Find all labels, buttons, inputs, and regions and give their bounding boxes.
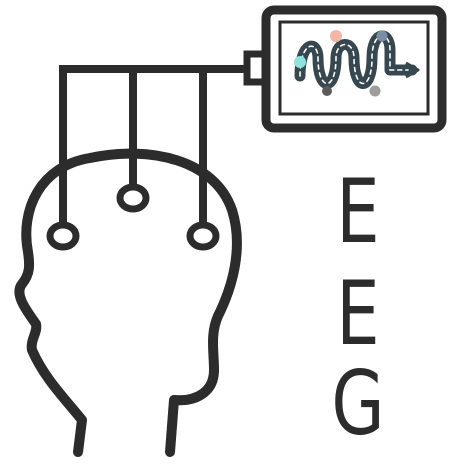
eeg-letter-e1: E [327,168,389,256]
electrode-icon [190,225,216,247]
eeg-letter-g: G [327,360,389,448]
waypoint-dot [330,30,342,42]
waypoint-dot [322,86,332,96]
waypoint-dot [294,56,306,68]
waypoint-dot [370,86,381,97]
electrode-icon [120,187,146,209]
waypoint-dot [377,31,388,42]
eeg-letter-e2: E [327,270,389,358]
electrode-icon [50,225,76,247]
